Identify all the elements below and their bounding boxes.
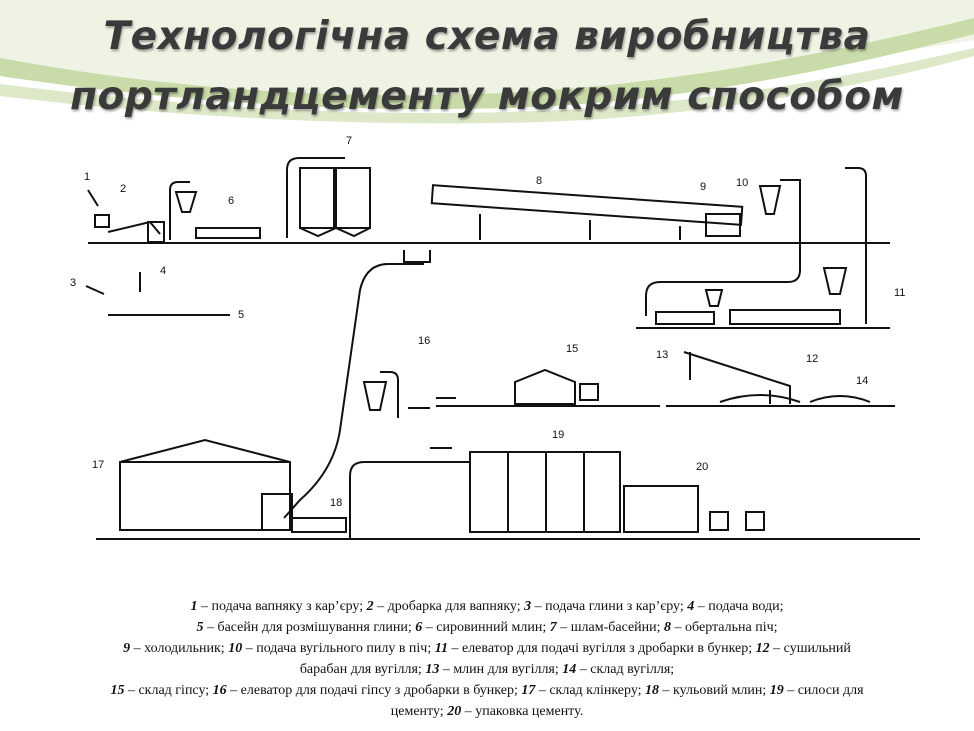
legend-num: 20: [447, 704, 462, 719]
title-line-2: портландцементу мокрим способом: [70, 74, 904, 119]
label-13: 13: [656, 349, 668, 361]
label-20: 20: [696, 461, 708, 473]
legend-num: 18: [645, 683, 660, 698]
label-18: 18: [330, 497, 342, 509]
legend-line-5: 15 – склад гіпсу; 16 – елеватор для пода…: [20, 680, 954, 701]
legend-num: 10: [228, 641, 243, 656]
label-4: 4: [160, 265, 166, 277]
label-5: 5: [238, 309, 244, 321]
label-14: 14: [856, 375, 868, 387]
legend-num: 13: [425, 662, 440, 677]
legend-num: 4: [687, 599, 695, 614]
legend-text: – сушильний: [769, 641, 851, 656]
legend-text: барабан для вугілля;: [299, 662, 426, 677]
legend-text: цементу;: [390, 704, 448, 719]
legend-num: 14: [562, 662, 577, 677]
label-1: 1: [84, 171, 90, 183]
legend-text: – подача глини з кар’єру;: [531, 599, 688, 614]
title-line-1: Технологічна схема виробництва: [103, 14, 871, 59]
legend-text: – подача вугільного пилу в піч;: [242, 641, 435, 656]
legend-num: 19: [769, 683, 784, 698]
legend-text: – подача води;: [694, 599, 784, 614]
legend-text: – склад гіпсу;: [124, 683, 213, 698]
label-15: 15: [566, 343, 578, 355]
legend-text: – силоси для: [783, 683, 864, 698]
legend-text: – холодильник;: [130, 641, 229, 656]
legend-num: 3: [524, 599, 532, 614]
label-7: 7: [346, 135, 352, 147]
legend-line-4: барабан для вугілля; 13 – млин для вугіл…: [20, 659, 954, 680]
legend-text: – кульовий млин;: [659, 683, 770, 698]
label-6: 6: [228, 195, 234, 207]
diagram-labels: 1 2 3 4 5 6 7 8 9 10 11 12 13 14 15 16 1…: [70, 135, 905, 509]
label-8: 8: [536, 175, 542, 187]
label-2: 2: [120, 183, 126, 195]
legend-num: 12: [755, 641, 770, 656]
legend-num: 9: [123, 641, 131, 656]
legend-text: – склад вугілля;: [576, 662, 675, 677]
legend-text: – обертальна піч;: [671, 620, 778, 635]
label-3: 3: [70, 277, 76, 289]
legend-num: 7: [549, 620, 557, 635]
label-9: 9: [700, 181, 706, 193]
legend-num: 5: [196, 620, 204, 635]
legend-text: – сировинний млин;: [422, 620, 550, 635]
background-swoosh: [0, 0, 974, 124]
legend-num: 2: [366, 599, 374, 614]
legend-text: – басейн для розмішування глини;: [203, 620, 416, 635]
legend-line-3: 9 – холодильник; 10 – подача вугільного …: [20, 638, 954, 659]
legend: 1 – подача вапняку з кар’єру; 2 – дробар…: [20, 596, 954, 722]
legend-text: – млин для вугілля;: [439, 662, 563, 677]
legend-num: 8: [664, 620, 672, 635]
label-11: 11: [894, 287, 905, 299]
legend-num: 6: [415, 620, 423, 635]
label-19: 19: [552, 429, 564, 441]
legend-text: – упаковка цементу.: [461, 704, 584, 719]
legend-num: 11: [434, 641, 448, 656]
legend-num: 1: [190, 599, 198, 614]
label-12: 12: [806, 353, 818, 365]
legend-num: 16: [212, 683, 227, 698]
legend-line-1: 1 – подача вапняку з кар’єру; 2 – дробар…: [20, 596, 954, 617]
legend-num: 17: [521, 683, 536, 698]
legend-text: – шлам-басейни;: [556, 620, 665, 635]
legend-text: – подача вапняку з кар’єру;: [197, 599, 367, 614]
label-16: 16: [418, 335, 430, 347]
legend-text: – елеватор для подачі вугілля з дробарки…: [447, 641, 756, 656]
legend-line-2: 5 – басейн для розмішування глини; 6 – с…: [20, 617, 954, 638]
legend-text: – дробарка для вапняку;: [373, 599, 525, 614]
label-17: 17: [92, 459, 104, 471]
label-10: 10: [736, 177, 748, 189]
legend-text: – елеватор для подачі гіпсу з дробарки в…: [226, 683, 522, 698]
legend-num: 15: [110, 683, 125, 698]
legend-line-6: цементу; 20 – упаковка цементу.: [20, 701, 954, 722]
legend-text: – склад клінкеру;: [535, 683, 646, 698]
